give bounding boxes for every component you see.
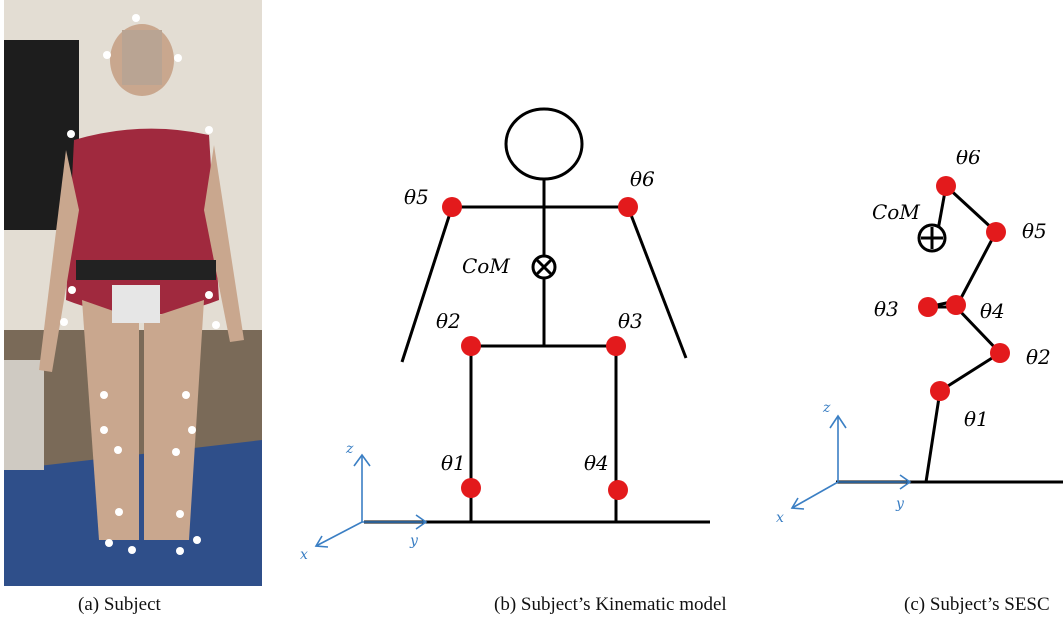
joint-theta3	[918, 297, 938, 317]
caption-subject: (a) Subject	[78, 594, 161, 615]
caption-sesc: (c) Subject’s SESC	[904, 594, 1050, 615]
joint-theta2	[461, 336, 481, 356]
joint-theta6	[618, 197, 638, 217]
axis-triad	[790, 414, 912, 510]
joint-theta4	[946, 295, 966, 315]
caption-kinematic-model: (b) Subject’s Kinematic model	[494, 594, 727, 615]
axis-label-z: z	[345, 441, 354, 457]
axis-label-x: x	[776, 510, 784, 526]
com-label: CoM	[462, 254, 510, 278]
axis-label-y: y	[409, 533, 419, 549]
label-theta3: θ3	[618, 309, 643, 333]
label-theta6: θ6	[630, 167, 655, 191]
label-theta6: θ6	[956, 150, 981, 169]
joint-theta6	[936, 176, 956, 196]
com-symbol	[531, 254, 557, 280]
joint-theta3	[606, 336, 626, 356]
joint-theta4	[608, 480, 628, 500]
joint-theta1	[930, 381, 950, 401]
com-symbol	[917, 223, 947, 253]
joint-theta5	[986, 222, 1006, 242]
label-theta4: θ4	[584, 451, 609, 475]
com-label: CoM	[872, 200, 920, 224]
joint-theta2	[990, 343, 1010, 363]
left-arm	[400, 206, 454, 363]
joint-theta1	[461, 478, 481, 498]
label-theta2: θ2	[1026, 345, 1051, 369]
label-theta5: θ5	[1022, 219, 1047, 243]
label-theta2: θ2	[436, 309, 461, 333]
right-arm	[626, 206, 688, 359]
label-theta1: θ1	[964, 407, 989, 431]
label-theta3: θ3	[874, 297, 899, 321]
axis-label-x: x	[300, 547, 308, 563]
axis-label-y: y	[895, 496, 905, 512]
label-theta4: θ4	[980, 299, 1005, 323]
kinematic-model-diagram: θ5 θ6 θ2 θ3 θ1 θ4 CoM z y x	[300, 107, 710, 563]
joint-theta5	[442, 197, 462, 217]
label-theta5: θ5	[404, 185, 429, 209]
subject-photo	[4, 0, 262, 586]
head	[504, 107, 584, 181]
axis-label-z: z	[822, 400, 831, 416]
sesc-diagram: θ6 θ5 θ3 θ4 θ2 θ1 CoM z y x	[776, 150, 1063, 526]
label-theta1: θ1	[441, 451, 466, 475]
axis-triad	[314, 453, 428, 548]
